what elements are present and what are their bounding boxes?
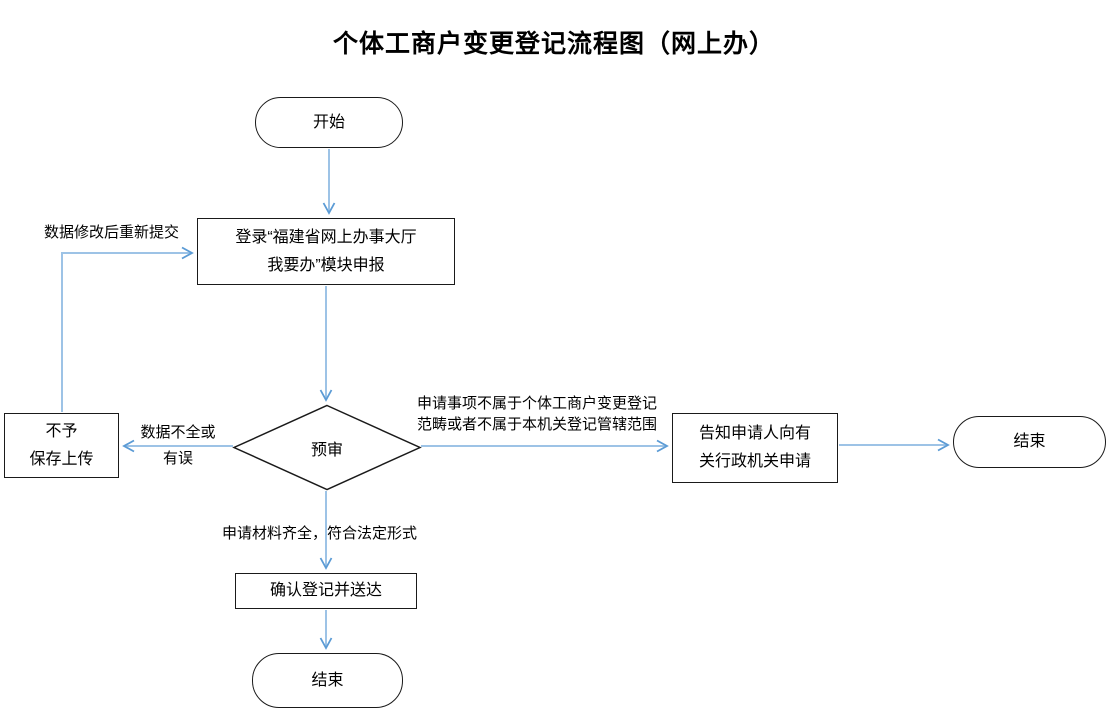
review-label: 预审: [310, 441, 343, 459]
login-label-line2: 我要办”模块申报: [267, 256, 385, 274]
end-terminator-bottom: 结束: [252, 653, 403, 708]
refuse-save-box: 不予 保存上传: [4, 413, 119, 478]
inform-applicant-box: 告知申请人向有 关行政机关申请: [672, 413, 838, 483]
edge-label-materials-complete: 申请材料齐全，符合法定形式: [222, 525, 418, 542]
diamond-shape: [232, 404, 422, 491]
login-process-box: 登录“福建省网上办事大厅 我要办”模块申报: [197, 218, 455, 285]
refuse-label-line1: 不予: [45, 422, 78, 440]
edge-label-incomplete-line2: 有误: [162, 450, 193, 467]
edge-label-out-of-scope: 申请事项不属于个体工商户变更登记 范畴或者不属于本机关登记管辖范围: [417, 393, 677, 435]
inform-label-line1: 告知申请人向有: [698, 425, 811, 442]
start-terminator: 开始: [255, 97, 403, 148]
refuse-label-line2: 保存上传: [29, 450, 94, 468]
end-terminator-right: 结束: [953, 416, 1106, 468]
edge-refuse-to-login: [61, 246, 194, 412]
confirm-register-box: 确认登记并送达: [235, 573, 417, 609]
end-bottom-label: 结束: [311, 671, 344, 689]
edge-label-incomplete-data: 数据不全或 有误: [128, 420, 228, 472]
edge-label-resubmit: 数据修改后重新提交: [44, 224, 180, 241]
review-decision-diamond: 预审: [232, 404, 422, 491]
login-label-line1: 登录“福建省网上办事大厅: [235, 228, 417, 246]
start-label: 开始: [312, 113, 345, 131]
edge-label-out-of-scope-line2: 范畴或者不属于本机关登记管辖范围: [417, 416, 658, 433]
end-right-label: 结束: [1013, 433, 1046, 450]
edge-label-out-of-scope-line1: 申请事项不属于个体工商户变更登记: [417, 395, 658, 412]
flowchart-title: 个体工商户变更登记流程图（网上办）: [332, 30, 775, 58]
confirm-label: 确认登记并送达: [269, 582, 382, 599]
inform-label-line2: 关行政机关申请: [698, 453, 811, 470]
edge-label-incomplete-line1: 数据不全或: [140, 424, 216, 441]
